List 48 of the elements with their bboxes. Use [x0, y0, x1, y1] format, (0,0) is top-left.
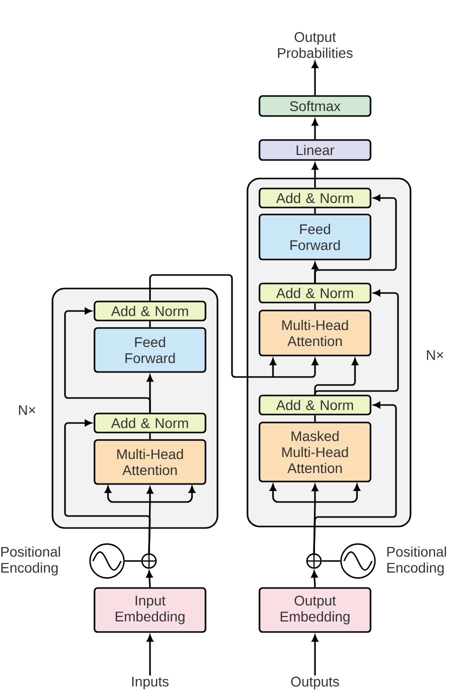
process-box: Softmax [258, 95, 372, 117]
process-box: Input Embedding [94, 587, 206, 633]
arrow [314, 194, 397, 283]
arrow [64, 308, 151, 413]
arrow [312, 162, 318, 188]
arrow [312, 118, 318, 140]
arrow [312, 634, 318, 676]
connector-line [314, 303, 316, 310]
process-box: Add & Norm [258, 394, 372, 416]
process-box: Masked Multi-Head Attention [258, 422, 372, 482]
process-box: Add & Norm [258, 188, 372, 208]
io-label: Outputs [291, 676, 339, 690]
arrow [270, 484, 360, 554]
connector-line [149, 433, 151, 440]
arrow [313, 402, 397, 554]
arrow [146, 634, 154, 676]
sine-wave-circle [340, 543, 376, 579]
process-box: Add & Norm [258, 282, 372, 304]
repeat-label: N× [19, 405, 36, 415]
repeat-label: N× [427, 350, 444, 360]
connector-line [322, 560, 340, 562]
connector-line [124, 560, 142, 562]
process-box: Add & Norm [94, 300, 206, 322]
adder-circle [141, 553, 157, 569]
arrow [311, 570, 318, 588]
caption-text: Positional Encoding [387, 546, 446, 576]
process-box: Feed Forward [258, 214, 372, 260]
arrow [64, 420, 151, 554]
process-box: Add & Norm [94, 412, 206, 434]
arrow [146, 570, 153, 588]
connector-line [314, 415, 316, 422]
io-label: Output Probabilities [278, 32, 353, 58]
connector-line [149, 321, 151, 328]
process-box: Multi-Head Attention [94, 439, 206, 485]
arrow [104, 486, 196, 554]
connector-line [314, 208, 316, 214]
process-box: Multi-Head Attention [258, 310, 372, 356]
arrow [314, 290, 399, 395]
adder-circle [306, 553, 322, 569]
arrow [314, 358, 358, 395]
arrow [312, 61, 318, 96]
arrow [149, 274, 318, 378]
process-box: Output Embedding [258, 587, 372, 633]
process-box: Linear [258, 139, 372, 161]
process-box: Feed Forward [94, 327, 206, 373]
sine-wave-circle [89, 543, 125, 579]
caption-text: Positional Encoding [1, 546, 60, 576]
io-label: Inputs [132, 676, 169, 690]
